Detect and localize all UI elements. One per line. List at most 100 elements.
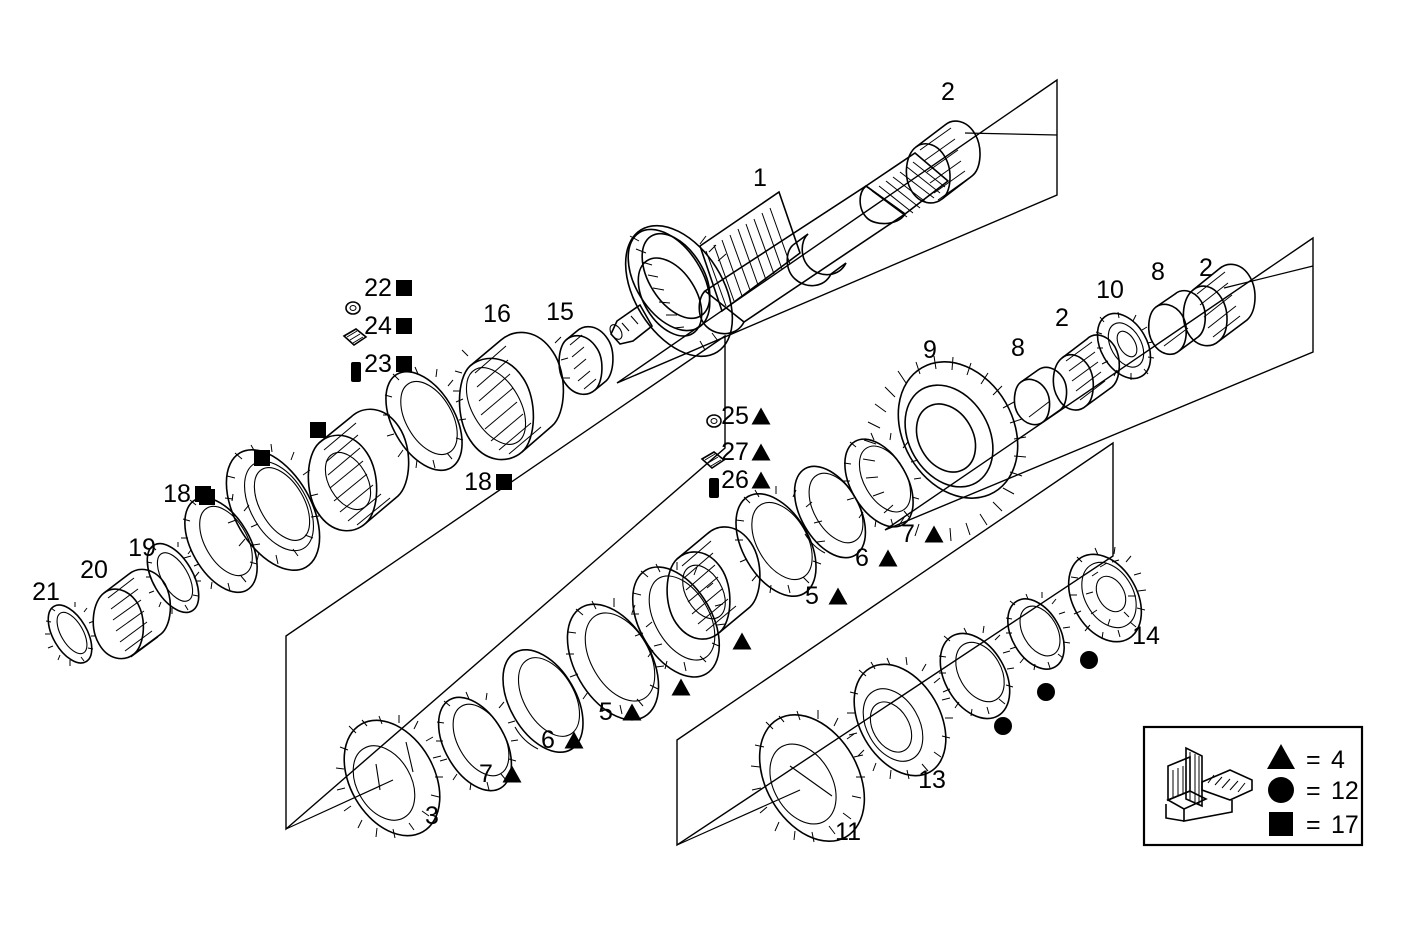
triangle-marker-b [671,678,691,696]
callout-16-gear-16: 16 [483,300,511,328]
pin-23-icon [351,362,361,382]
key-24-icon [342,328,368,347]
callout-2-needle-bearing-top: 2 [941,78,955,106]
part-synchro-ring-5-upper [735,486,826,598]
legend-value-2: 12 [1331,777,1359,805]
triangle-symbol [564,731,584,749]
callout-10-thrust-washer: 10 [1096,276,1124,304]
circle-symbol [1268,777,1294,803]
callout-1-output-shaft: 1 [753,164,767,192]
part-thrust-washer-10 [1095,311,1155,380]
triangle-symbol [1267,744,1295,769]
square-marker-b [254,450,270,466]
callout-number: 5 [805,582,819,610]
part-washer-19 [146,542,201,614]
part-needle-bearing-top [905,120,981,204]
callout-6-synchro-ring-6-upper: 6 [855,544,898,572]
callout-number: 19 [128,534,156,562]
callout-27-key-27: 27 [721,438,771,466]
callout-number: 7 [479,760,493,788]
small-part-icons-left [342,301,368,382]
callout-19-washer-19: 19 [128,534,156,562]
o-ring-25-icon [706,414,722,428]
callout-number: 2 [941,78,955,106]
legend-equals-2: = [1306,777,1321,805]
callout-number: 20 [80,556,108,584]
callout-5-synchro-ring-5-lower: 5 [599,698,642,726]
square-marker-a [310,422,326,438]
callout-8-spacer-sleeve-outer: 8 [1151,258,1165,286]
part-small-gear-15 [558,325,614,396]
part-plate-b [1005,592,1071,671]
callout-number: 27 [721,438,749,466]
callout-number: 26 [721,466,749,494]
callout-8-spacer-sleeve-inner: 8 [1011,334,1025,362]
triangle-symbol [924,525,944,543]
callout-number: 18 [464,468,492,496]
callout-2-needle-bearing-right-outer: 2 [1199,254,1213,282]
triangle-symbol [751,471,771,489]
leader-lines [285,132,1314,846]
legend-value-3: 17 [1331,811,1359,839]
callout-7-synchro-ring-7-lower: 7 [479,760,522,788]
callout-number: 1 [753,164,767,192]
part-plate-a [938,625,1015,720]
legend-equals-1: = [1306,746,1321,774]
pin-26-icon [709,478,719,498]
part-ring-21 [45,602,96,666]
callout-number: 8 [1011,334,1025,362]
part-synchro-ring-6-lower [502,648,584,754]
callout-number: 11 [835,818,861,846]
small-part-icons-middle [700,414,726,498]
panel-frames [285,78,1314,847]
part-synchro-hub-left [307,408,410,532]
square-symbol [1269,812,1293,836]
panel-bottom-right [676,441,1114,847]
callout-number: 18 [163,480,191,508]
part-gear-3 [335,715,443,839]
triangle-symbol [828,587,848,605]
callout-22-o-ring-22: 22 [364,274,412,302]
callout-9-helical-gear-large: 9 [923,336,937,364]
part-gear-11 [750,710,866,843]
panel-right [884,236,1314,531]
triangle-symbol [502,765,522,783]
callout-21-ring-21: 21 [32,578,60,606]
callout-6-synchro-ring-6-lower: 6 [541,726,584,754]
callout-number: 2 [1055,304,1069,332]
callout-number: 6 [855,544,869,572]
square-marker-c [199,489,215,505]
square-symbol [496,474,512,490]
callout-11-gear-11: 11 [835,818,861,846]
callout-number: 3 [425,802,439,830]
callout-13-gear-13: 13 [918,766,946,794]
triangle-marker-a [732,632,752,650]
callout-number: 14 [1132,622,1160,650]
leader-to-3 [285,779,394,830]
callout-number: 2 [1199,254,1213,282]
panel-top [616,78,1058,384]
callout-number: 7 [901,520,915,548]
triangle-symbol [622,703,642,721]
callout-3-gear-3: 3 [425,802,439,830]
legend-border [1142,725,1364,847]
callout-23-pin-23: 23 [364,350,412,378]
square-symbol [396,280,412,296]
o-ring-22-icon [345,301,361,315]
callout-number: 6 [541,726,555,754]
callout-number: 22 [364,274,392,302]
legend-entry-square: = 17 [1269,811,1359,839]
triangle-symbol [878,549,898,567]
callout-number: 24 [364,312,392,340]
callout-number: 8 [1151,258,1165,286]
circle-marker-a [1080,651,1098,669]
part-bearing-14 [1067,546,1147,643]
part-ring-large-a [224,443,321,572]
circle-marker-c [994,717,1012,735]
part-needle-bearing-2-outer [1182,263,1256,347]
callout-number: 23 [364,350,392,378]
part-synchro-ring-7-upper [843,432,922,528]
part-hub-20 [92,568,172,660]
